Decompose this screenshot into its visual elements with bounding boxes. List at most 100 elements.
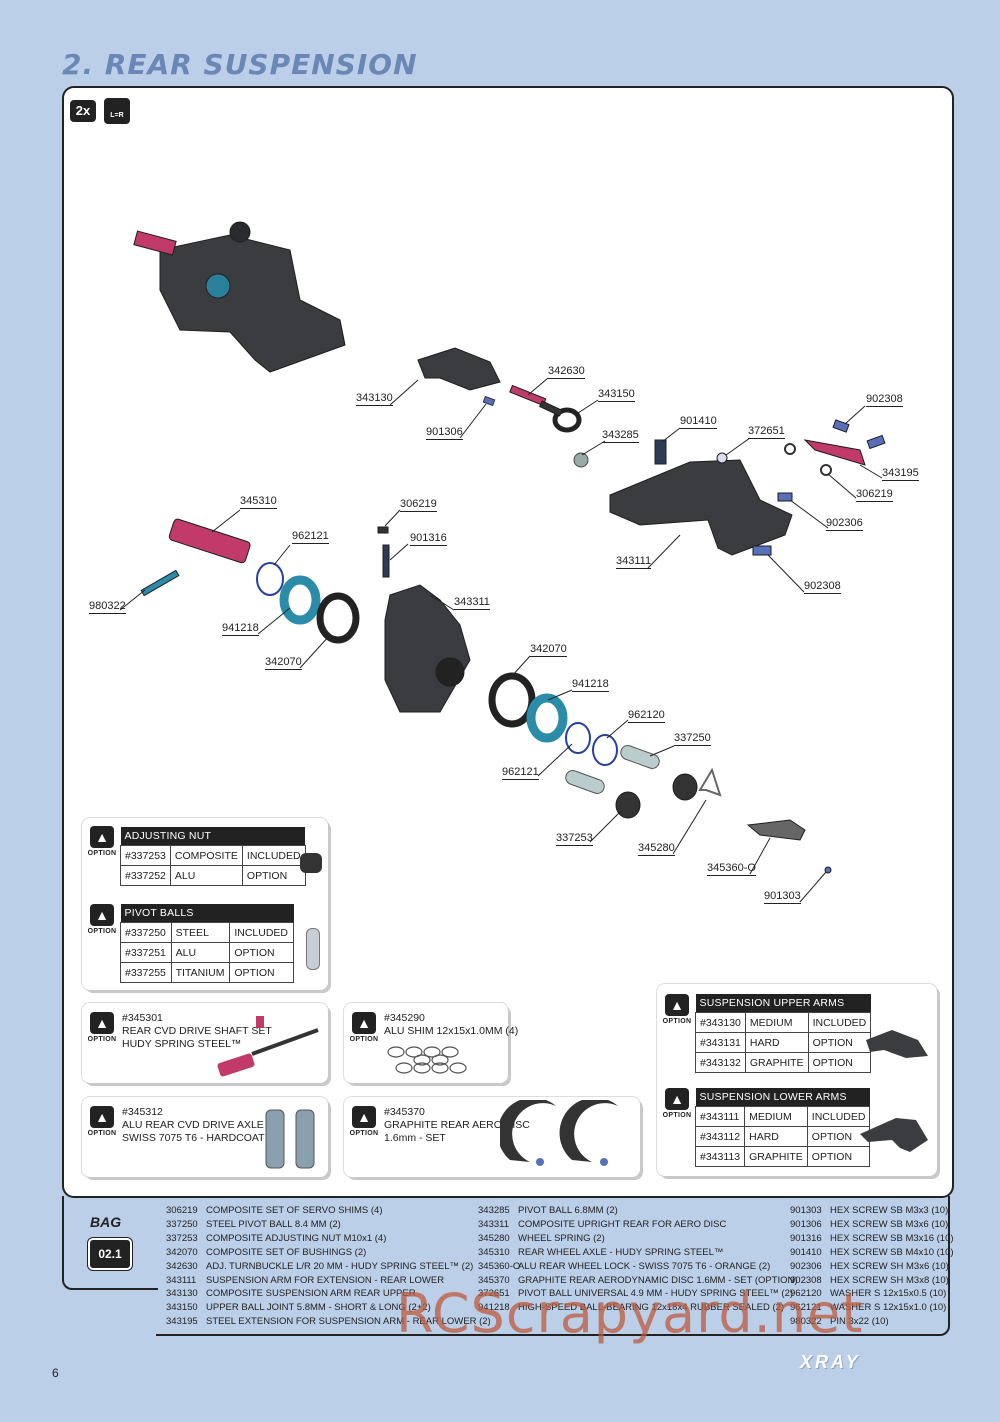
label-343195: 343195 bbox=[882, 467, 919, 481]
option-345312-text: #345312 ALU REAR CVD DRIVE AXLE SWISS 70… bbox=[122, 1106, 280, 1144]
label-962120: 962120 bbox=[628, 709, 665, 723]
alu-drive-axle-image bbox=[265, 1109, 315, 1169]
label-941218-left: 941218 bbox=[222, 622, 259, 636]
quantity-badge: 2x bbox=[70, 100, 96, 122]
label-345360-o: 345360-O bbox=[707, 862, 756, 876]
adjusting-nut-image bbox=[300, 853, 322, 873]
option-icon: ▲OPTION bbox=[86, 826, 118, 857]
turnbuckle bbox=[509, 384, 547, 407]
thumbs-up-icon: ▲ bbox=[90, 904, 114, 926]
upper-arm bbox=[417, 347, 501, 391]
label-901306: 901306 bbox=[426, 426, 463, 440]
option-345370-text: #345370 GRAPHITE REAR AERO DISC 1.6mm - … bbox=[384, 1106, 530, 1144]
brand-logo: XRAY bbox=[800, 1352, 861, 1372]
label-901303: 901303 bbox=[764, 890, 801, 904]
left-right-badge: L=R bbox=[104, 98, 130, 124]
thumbs-up-icon: ▲ bbox=[90, 1106, 114, 1128]
lower-arm-image bbox=[860, 1118, 928, 1152]
aero-disc-image bbox=[500, 1100, 618, 1166]
thumbs-up-icon: ▲ bbox=[352, 1012, 376, 1034]
parts-list-frame bbox=[156, 1196, 950, 1336]
alu-shims-image bbox=[387, 1046, 467, 1074]
thumbs-up-icon: ▲ bbox=[665, 994, 689, 1016]
ball-joint bbox=[552, 407, 582, 433]
label-902308-top: 902308 bbox=[866, 393, 903, 407]
option-box-345312 bbox=[82, 1097, 328, 1177]
bag-number: 02.1 bbox=[88, 1238, 132, 1270]
option-345290-text: #345290 ALU SHIM 12x15x1.0MM (4) bbox=[384, 1012, 519, 1037]
option-icon: ▲OPTION bbox=[661, 1088, 693, 1119]
lower-arm bbox=[609, 459, 793, 556]
label-962121-right: 962121 bbox=[502, 766, 539, 780]
arm-extension bbox=[803, 439, 866, 466]
thumbs-up-icon: ▲ bbox=[352, 1106, 376, 1128]
assembled-suspension bbox=[159, 234, 346, 373]
thumbs-up-icon: ▲ bbox=[90, 826, 114, 848]
label-337250: 337250 bbox=[674, 732, 711, 746]
list-item: 345360-OALU REAR WHEEL LOCK - SWISS 7075… bbox=[478, 1260, 771, 1272]
option-icon: ▲OPTION bbox=[348, 1106, 380, 1137]
exploded-parts-diagram bbox=[119, 221, 886, 903]
page-number: 6 bbox=[52, 1366, 59, 1380]
label-343311: 343311 bbox=[454, 596, 490, 610]
label-902306: 902306 bbox=[826, 517, 863, 531]
rear-axle bbox=[168, 518, 251, 564]
label-306219-center: 306219 bbox=[400, 498, 437, 512]
pivot-ball bbox=[573, 452, 589, 468]
label-901410: 901410 bbox=[680, 415, 717, 429]
bag-label: BAG bbox=[90, 1214, 122, 1230]
watermark: RCScrapyard.net bbox=[396, 1282, 864, 1345]
option-box-345370 bbox=[344, 1097, 640, 1177]
option-icon: ▲OPTION bbox=[348, 1012, 380, 1043]
label-962121-left: 962121 bbox=[292, 530, 329, 544]
label-941218-right: 941218 bbox=[572, 678, 609, 692]
page-title: 2. REAR SUSPENSION bbox=[62, 48, 418, 81]
label-343150: 343150 bbox=[598, 388, 635, 402]
label-902308-bottom: 902308 bbox=[804, 580, 841, 594]
label-342630: 342630 bbox=[548, 365, 585, 379]
label-343285: 343285 bbox=[602, 429, 639, 443]
option-icon: ▲OPTION bbox=[86, 1012, 118, 1043]
bag-frame bbox=[62, 1196, 158, 1290]
option-icon: ▲OPTION bbox=[86, 1106, 118, 1137]
label-306219-right: 306219 bbox=[856, 488, 893, 502]
label-901316: 901316 bbox=[410, 532, 447, 546]
label-342070-right: 342070 bbox=[530, 643, 567, 657]
label-345310: 345310 bbox=[240, 495, 277, 509]
option-icon: ▲OPTION bbox=[661, 994, 693, 1025]
label-343130: 343130 bbox=[356, 392, 393, 406]
pivot-ball-image bbox=[306, 928, 320, 970]
thumbs-up-icon: ▲ bbox=[665, 1088, 689, 1110]
label-372651: 372651 bbox=[748, 425, 785, 439]
thumbs-up-icon: ▲ bbox=[90, 1012, 114, 1034]
